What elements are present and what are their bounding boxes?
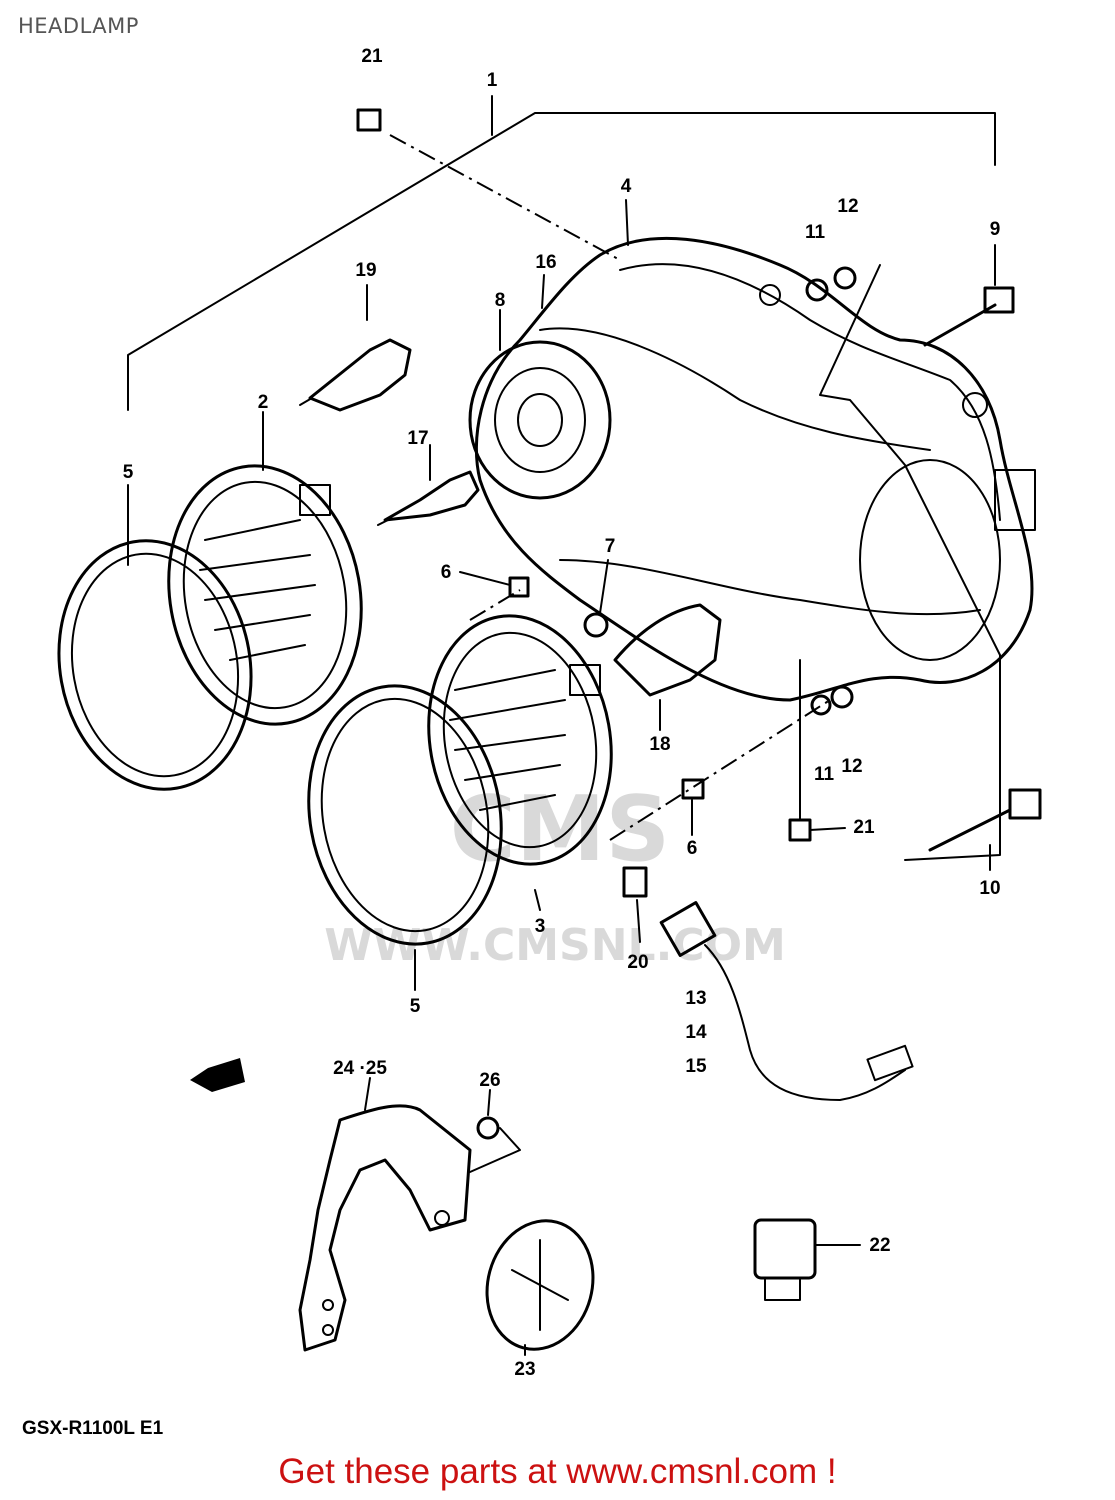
callout-23: 23 <box>514 1359 535 1380</box>
callout-12-top: 12 <box>837 196 858 217</box>
callout-1: 1 <box>487 70 498 91</box>
nut-7 <box>583 612 609 638</box>
callout-4: 4 <box>621 176 632 197</box>
footer-cta-link[interactable]: Get these parts at www.cmsnl.com ! <box>278 1452 837 1491</box>
nut-12-top <box>833 266 857 290</box>
callout-21-bottom: 21 <box>853 817 875 838</box>
callout-21-top: 21 <box>361 46 383 67</box>
callout-12-bottom: 12 <box>841 756 862 777</box>
cap-23 <box>485 1219 595 1351</box>
callout-24-25: 24 ·25 <box>333 1058 387 1079</box>
callout-2: 2 <box>258 392 269 413</box>
callout-13: 13 <box>685 988 706 1009</box>
grommet-6-top <box>508 576 530 598</box>
headlamp-housing <box>468 236 1036 702</box>
callout-11-top: 11 <box>805 222 826 243</box>
callout-labels: 1 2 3 4 5 5 6 6 7 8 9 10 11 11 12 12 13 … <box>123 46 1001 1380</box>
small-parts <box>356 108 1042 898</box>
front-arrow-icon <box>190 1058 245 1092</box>
callout-8: 8 <box>495 290 506 311</box>
bolt-9 <box>923 303 997 347</box>
leader-lines <box>127 134 1001 1356</box>
grommet-6-bottom <box>681 778 705 800</box>
bracket-24-25 <box>298 1104 472 1352</box>
callout-11-bottom: 11 <box>814 764 835 785</box>
headlamp-rim-left <box>57 539 253 791</box>
callout-16: 16 <box>535 252 556 273</box>
callout-18: 18 <box>649 734 670 755</box>
callout-7: 7 <box>605 536 616 557</box>
callout-10: 10 <box>979 878 1000 899</box>
headlamp-unit-left <box>167 464 363 726</box>
callout-6-top: 6 <box>441 562 452 583</box>
headlamp-unit-right <box>427 614 613 866</box>
nut-26 <box>469 1116 521 1173</box>
bolt-10 <box>928 808 1012 852</box>
callout-19: 19 <box>355 260 376 281</box>
callout-9: 9 <box>990 219 1001 240</box>
callout-5-left: 5 <box>123 462 134 483</box>
callout-14: 14 <box>685 1022 707 1043</box>
screw-21-bottom <box>788 818 812 842</box>
callout-20: 20 <box>627 952 648 973</box>
callout-5-right: 5 <box>410 996 421 1017</box>
callout-15: 15 <box>685 1056 707 1077</box>
washer-11-bottom <box>810 694 832 716</box>
page-title: HEADLAMP <box>18 14 139 38</box>
model-code: GSX-R1100L E1 <box>22 1418 164 1439</box>
bulb-20 <box>622 866 648 898</box>
assembly-bracket-1 <box>127 95 996 411</box>
screw-21-top <box>356 108 382 132</box>
bolt-9-head <box>983 286 1015 314</box>
headlamp-rim-right <box>307 684 503 946</box>
washer-11-top <box>805 278 829 302</box>
bolt-10-head <box>1008 788 1042 820</box>
callout-22: 22 <box>869 1235 890 1256</box>
callout-17: 17 <box>407 428 428 449</box>
socket-wire-13 <box>659 901 914 1101</box>
socket-18 <box>613 603 722 697</box>
bulb-19 <box>299 338 412 412</box>
relay-22 <box>753 1218 817 1301</box>
nut-12-bottom <box>830 685 854 709</box>
callout-26: 26 <box>479 1070 500 1091</box>
bulb-17 <box>377 470 480 526</box>
callout-3: 3 <box>535 916 546 937</box>
callout-6-bottom: 6 <box>687 838 698 859</box>
